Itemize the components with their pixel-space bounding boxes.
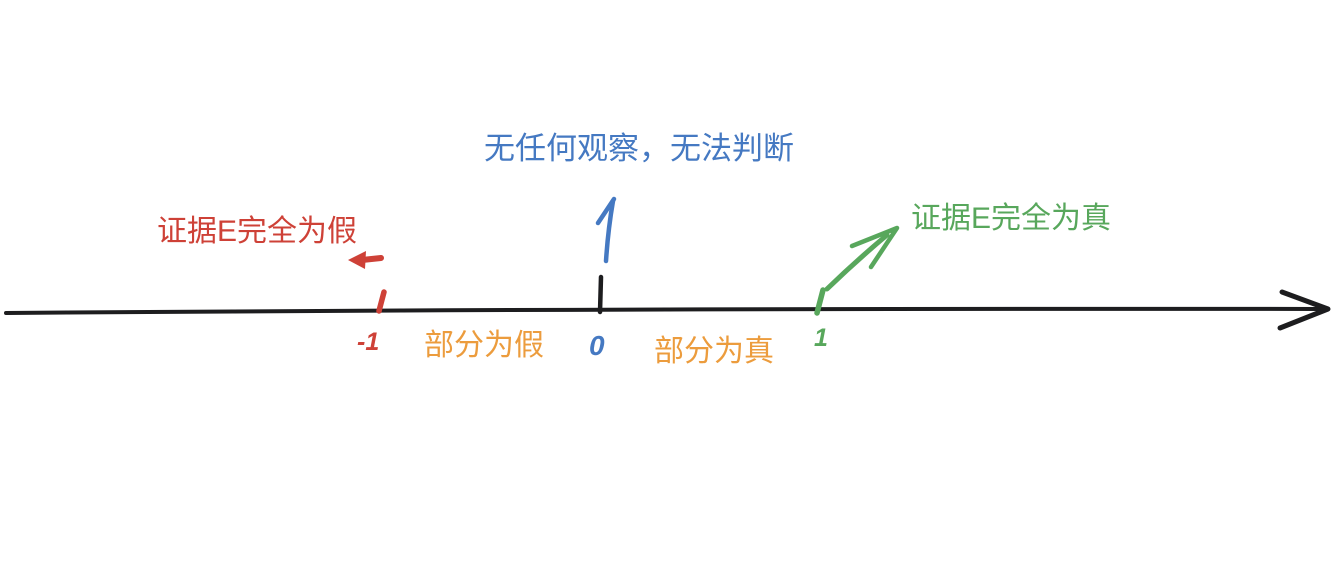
axis-line (4, 306, 1324, 315)
diagonal-arrow-icon (824, 225, 900, 292)
up-arrow-shaft (603, 198, 616, 264)
tick-one (814, 287, 826, 316)
no-observation-label: 无任何观察，无法判断 (484, 131, 794, 166)
partially-false-label: 部分为假 (424, 329, 544, 362)
left-arrow-head (348, 251, 366, 269)
evidence-fully-false-label: 证据E完全为假 (157, 215, 358, 248)
partially-true-label: 部分为真 (654, 335, 774, 368)
tick-label-minus-one: -1 (357, 328, 380, 356)
tick-zero (597, 274, 604, 315)
axis-arrowhead-icon (1277, 289, 1331, 331)
up-arrow-barb (595, 196, 617, 226)
diagonal-arrow-head (849, 225, 900, 270)
tick-minus-one (376, 289, 387, 314)
tick-label-one: 1 (814, 324, 828, 352)
left-arrow-icon (348, 251, 384, 269)
diagonal-arrow-shaft (824, 232, 890, 292)
up-arrow-icon (595, 196, 617, 264)
evidence-fully-true-label: 证据E完全为真 (911, 202, 1112, 235)
tick-label-zero: 0 (589, 330, 605, 361)
